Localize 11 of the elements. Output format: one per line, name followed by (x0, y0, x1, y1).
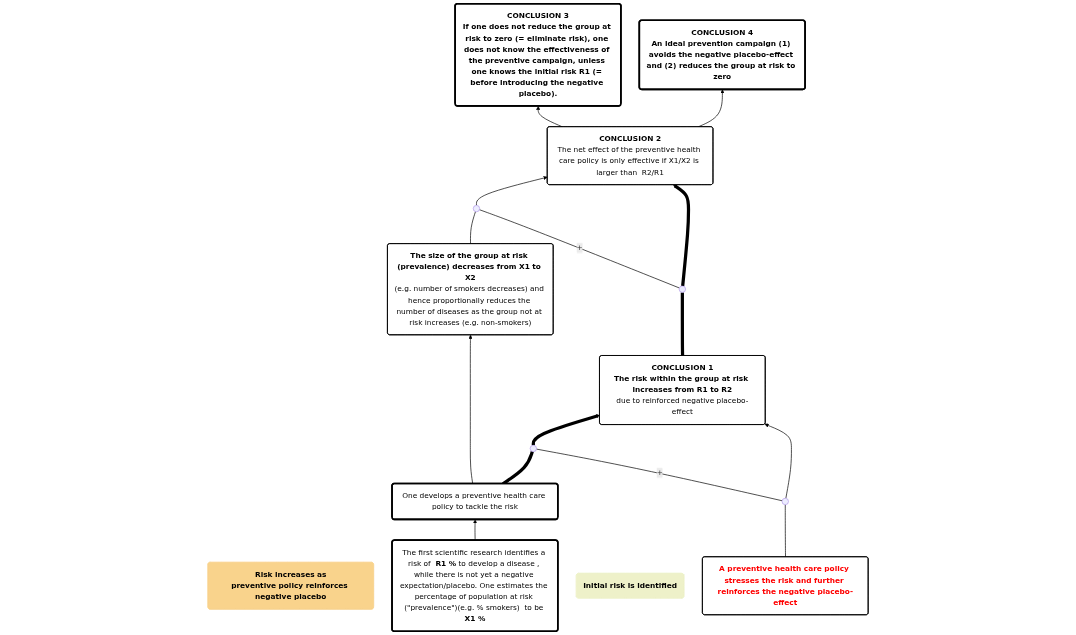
connector (470, 211, 476, 245)
node-circle (473, 205, 480, 213)
node-circle (529, 445, 537, 452)
connector (536, 448, 783, 502)
connector (479, 209, 680, 289)
connector (680, 292, 685, 356)
arrow (673, 184, 691, 287)
connector (784, 504, 786, 558)
node-circle (781, 498, 789, 505)
node-circle (678, 285, 686, 293)
arrow (531, 414, 600, 446)
